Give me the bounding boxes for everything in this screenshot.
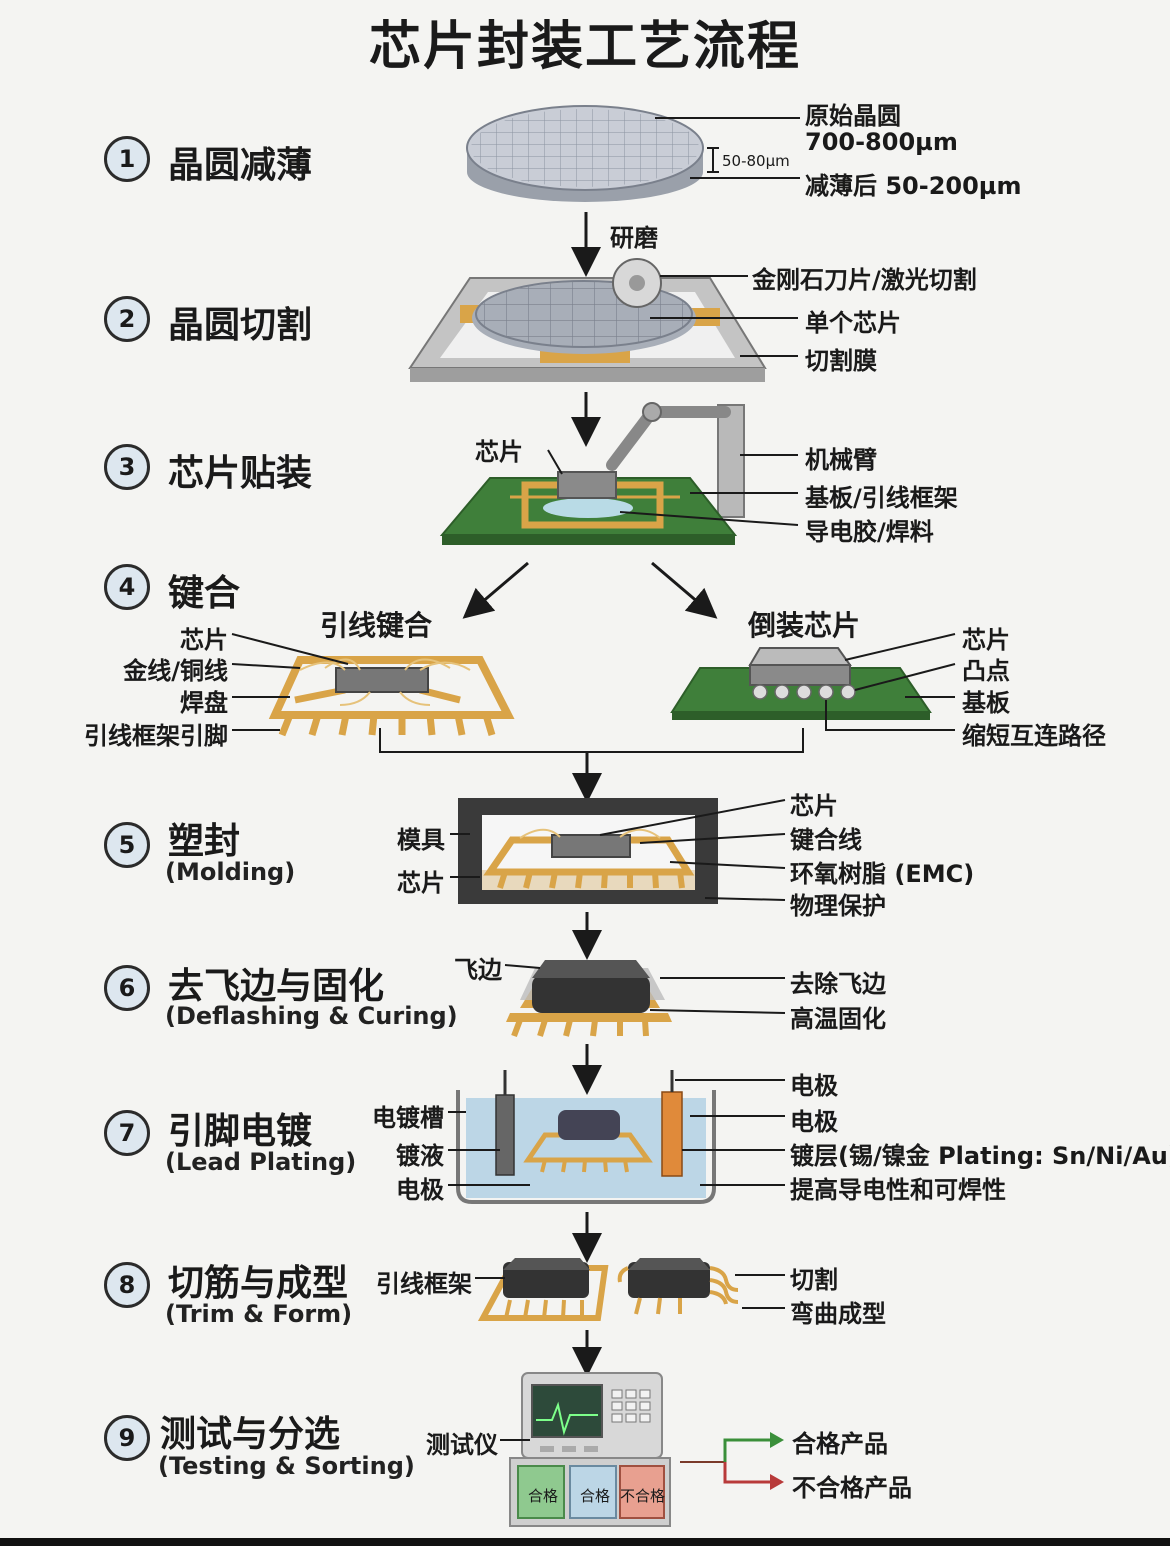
step-name: 引脚电镀 <box>168 1111 313 1152</box>
plating-layer-label: 镀层(锡/镍金 Plating: Sn/Ni/Au) <box>790 1142 1170 1170</box>
emc-label: 环氧树脂 (EMC) <box>790 860 975 888</box>
step-number: 2 <box>104 296 150 342</box>
pass-product-label: 合格产品 <box>792 1430 888 1458</box>
step-name: 切筋与成型 <box>168 1263 349 1304</box>
wire-bond-illustration <box>231 633 515 737</box>
step-number: 5 <box>104 822 150 868</box>
step-number: 1 <box>104 136 150 182</box>
step-number: 7 <box>104 1110 150 1156</box>
lead-pin-label: 引线框架引脚 <box>84 722 228 750</box>
electrode-label: 电极 <box>790 1072 838 1100</box>
raw-wafer-label: 原始晶圆 <box>805 102 901 130</box>
bond-pad-label: 焊盘 <box>180 689 228 717</box>
step-number: 3 <box>104 444 150 490</box>
step-name: 键合 <box>168 573 241 614</box>
step-name: 去飞边与固化 <box>168 966 385 1007</box>
step-number: 6 <box>104 965 150 1011</box>
bond-wire-label: 键合线 <box>790 826 862 854</box>
blade-label: 金刚石刀片/激光切割 <box>752 266 977 294</box>
robot-arm-label: 机械臂 <box>805 446 877 474</box>
bin-fail-label: 不合格 <box>620 1487 666 1505</box>
bottom-bar <box>0 1538 1170 1546</box>
physical-protection-label: 物理保护 <box>790 892 886 920</box>
electrode-label: 电极 <box>790 1108 838 1136</box>
wafer-dimension <box>655 117 800 179</box>
step-number: 8 <box>104 1262 150 1308</box>
step-number: 9 <box>104 1415 150 1461</box>
plating-tank-label: 电镀槽 <box>372 1104 444 1132</box>
remove-flash-label: 去除飞边 <box>790 970 886 998</box>
chip-label: 芯片 <box>475 438 523 466</box>
trim-form-illustration <box>475 1258 785 1321</box>
cut-label: 切割 <box>790 1266 838 1294</box>
step-name: 晶圆切割 <box>168 305 313 346</box>
step-name: 芯片贴装 <box>168 453 313 494</box>
single-die-label: 单个芯片 <box>805 309 901 337</box>
page-title: 芯片封装工艺流程 <box>368 17 801 77</box>
substrate-label: 基板 <box>962 689 1010 717</box>
lead-frame-label: 引线框架 <box>376 1270 472 1298</box>
thinned-thickness: 减薄后 50-200µm <box>805 172 1022 200</box>
step-name: 测试与分选 <box>160 1414 341 1455</box>
step-subtitle: (Testing & Sorting) <box>158 1452 415 1480</box>
step-subtitle: (Trim & Form) <box>165 1300 353 1328</box>
flip-chip-label: 芯片 <box>962 626 1010 654</box>
curing-label: 高温固化 <box>790 1005 886 1033</box>
step-number: 4 <box>104 564 150 610</box>
step-subtitle: (Lead Plating) <box>165 1148 357 1176</box>
step-subtitle: (Deflashing & Curing) <box>165 1002 458 1030</box>
fail-product-label: 不合格产品 <box>792 1474 912 1502</box>
step-name: 塑封 <box>168 821 241 862</box>
gold-wire-label: 金线/铜线 <box>123 657 228 685</box>
electrode-label: 电极 <box>396 1176 444 1204</box>
thickness-dimension: 50-80µm <box>722 152 790 170</box>
chip-label: 芯片 <box>180 626 228 654</box>
dicing-film-label: 切割膜 <box>805 347 877 375</box>
plating-liquid-label: 镀液 <box>396 1142 444 1170</box>
mold-label: 模具 <box>397 826 445 854</box>
raw-wafer-thickness: 700-800µm <box>805 128 958 156</box>
arrow-3-wire <box>462 561 529 619</box>
short-path-label: 缩短互连路径 <box>962 722 1106 750</box>
conductive-glue-label: 导电胶/焊料 <box>805 518 934 546</box>
flip-chip-title: 倒装芯片 <box>748 609 861 642</box>
bin-pass-label: 合格 <box>528 1487 559 1505</box>
step-subtitle: (Molding) <box>165 858 296 886</box>
flip-chip-illustration <box>670 633 956 731</box>
plating-illustration <box>448 1070 785 1204</box>
wafer-illustration <box>466 105 704 202</box>
bend-form-label: 弯曲成型 <box>790 1300 886 1328</box>
substrate-label: 基板/引线框架 <box>805 484 958 512</box>
chip-label: 芯片 <box>790 792 838 820</box>
merge-line <box>379 728 804 753</box>
flash-label: 飞边 <box>454 956 502 984</box>
dicing-illustration <box>408 258 798 382</box>
chip-label: 芯片 <box>397 869 445 897</box>
die-attach-illustration <box>439 402 799 545</box>
step-name: 晶圆减薄 <box>168 145 313 186</box>
molding-illustration <box>450 798 786 904</box>
bin-pass-label: 合格 <box>580 1487 611 1505</box>
tester-label: 测试仪 <box>426 1431 498 1459</box>
wire-bonding-title: 引线键合 <box>320 609 433 642</box>
bump-label: 凸点 <box>962 657 1010 685</box>
arrow-3-flip <box>651 561 718 619</box>
solderability-label: 提高导电性和可焊性 <box>790 1176 1006 1204</box>
tester-illustration <box>500 1372 784 1527</box>
grind-label: 研磨 <box>610 224 658 252</box>
deflash-illustration <box>504 960 786 1038</box>
